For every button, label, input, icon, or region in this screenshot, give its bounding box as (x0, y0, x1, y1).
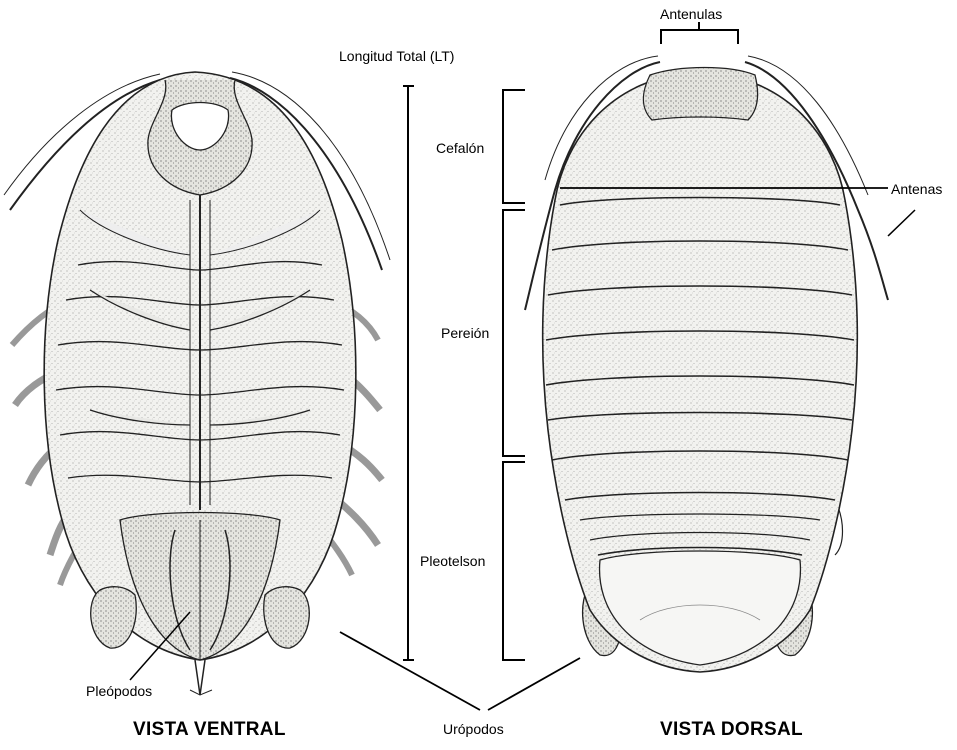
cephalon-label: Cefalón (436, 140, 484, 156)
antennules-bracket (661, 22, 738, 44)
uropods-label: Urópodos (443, 721, 504, 737)
pleotelson-bracket (503, 462, 525, 660)
ventral-view-title: VISTA VENTRAL (133, 719, 286, 741)
cephalon-bracket (503, 90, 525, 203)
pleotelson-label: Pleotelson (420, 553, 485, 569)
uropod-pointer-left (340, 632, 480, 710)
antennae-label: Antenas (891, 181, 942, 197)
pereion-label: Pereión (441, 325, 489, 341)
antennules-label: Antenulas (660, 6, 722, 22)
pleopods-label: Pleópodos (86, 683, 152, 699)
pereion-bracket (503, 210, 525, 456)
uropod-pointer-right (488, 658, 580, 710)
total-length-bracket (403, 86, 414, 660)
dorsal-view-title: VISTA DORSAL (660, 719, 803, 741)
ventral-view-drawing (4, 72, 390, 695)
dorsal-view-drawing (525, 56, 888, 672)
total-length-label: Longitud Total (LT) (339, 48, 454, 64)
